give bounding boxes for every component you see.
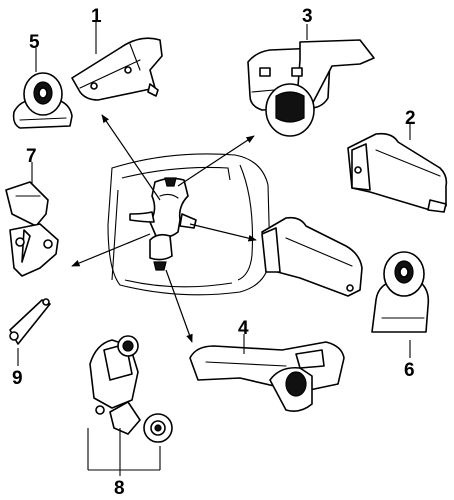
callout-7: 7 — [26, 146, 37, 167]
callout-8: 8 — [114, 478, 125, 499]
part-9-strap — [9, 298, 51, 345]
leader-arrows — [71, 114, 257, 343]
callout-2: 2 — [405, 108, 416, 129]
part-5-mount — [12, 72, 73, 129]
callout-leaders — [17, 22, 411, 476]
part-6-mount — [371, 251, 430, 333]
part-2-bracket — [347, 132, 448, 213]
part-1-bracket — [71, 37, 163, 101]
part-8-mount-group — [89, 335, 173, 443]
callout-9: 9 — [12, 368, 23, 389]
callout-1: 1 — [91, 6, 102, 27]
callout-4: 4 — [238, 318, 249, 339]
callout-3: 3 — [302, 6, 313, 27]
engine-outline — [107, 153, 271, 296]
part-3-mount — [247, 39, 375, 137]
center-mount-cluster — [129, 177, 197, 271]
part-mid-right-bracket — [261, 216, 363, 297]
part-7-mount — [5, 181, 59, 277]
callout-labels: 1 2 3 4 5 6 7 8 9 — [12, 6, 416, 499]
callout-5: 5 — [29, 32, 40, 53]
callout-6: 6 — [404, 360, 415, 381]
part-4-crossmember — [189, 341, 345, 412]
